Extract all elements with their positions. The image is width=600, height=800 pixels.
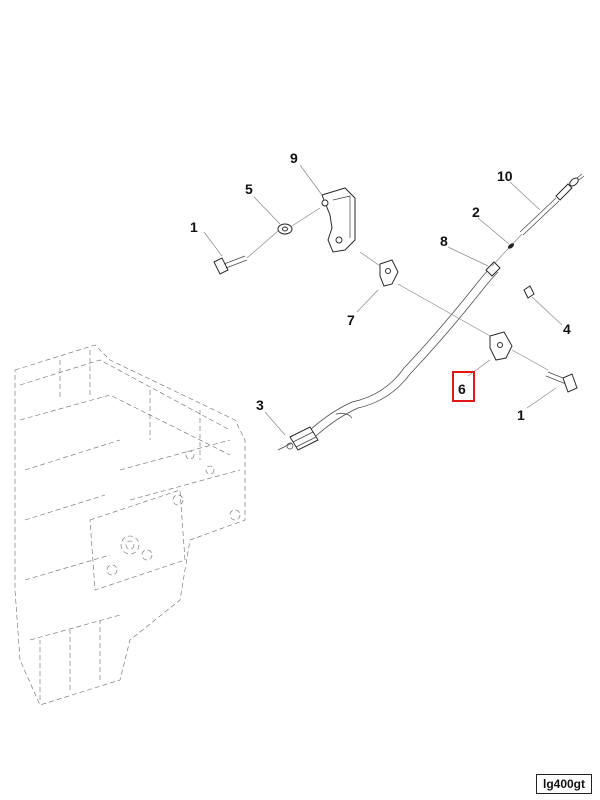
washer-5 [277, 223, 293, 235]
clip-7 [359, 251, 399, 287]
pin-4 [523, 285, 535, 299]
clip-6 [397, 283, 549, 371]
callout-10: 10 [497, 168, 513, 184]
bolt-1-left [213, 207, 321, 275]
bracket-9 [321, 187, 356, 253]
callout-7: 7 [347, 312, 355, 328]
bolt-1-right [545, 371, 578, 393]
callout-3: 3 [256, 397, 264, 413]
callout-leaders [203, 164, 563, 436]
reference-code: lg400gt [535, 774, 592, 794]
callout-4: 4 [563, 321, 571, 337]
callout-6: 6 [458, 381, 466, 397]
callout-5: 5 [245, 181, 253, 197]
callout-1-right: 1 [517, 407, 525, 423]
dipstick-10 [491, 173, 585, 267]
callout-9: 9 [290, 150, 298, 166]
dipstick-tube [309, 265, 499, 437]
housing-casing [14, 344, 246, 706]
o-ring-2 [508, 243, 514, 249]
callout-8: 8 [440, 233, 448, 249]
tube-end-8 [485, 261, 501, 277]
callout-2: 2 [472, 204, 480, 220]
callout-1-left: 1 [190, 219, 198, 235]
fitting-3 [277, 426, 319, 451]
highlight-box [452, 371, 475, 402]
